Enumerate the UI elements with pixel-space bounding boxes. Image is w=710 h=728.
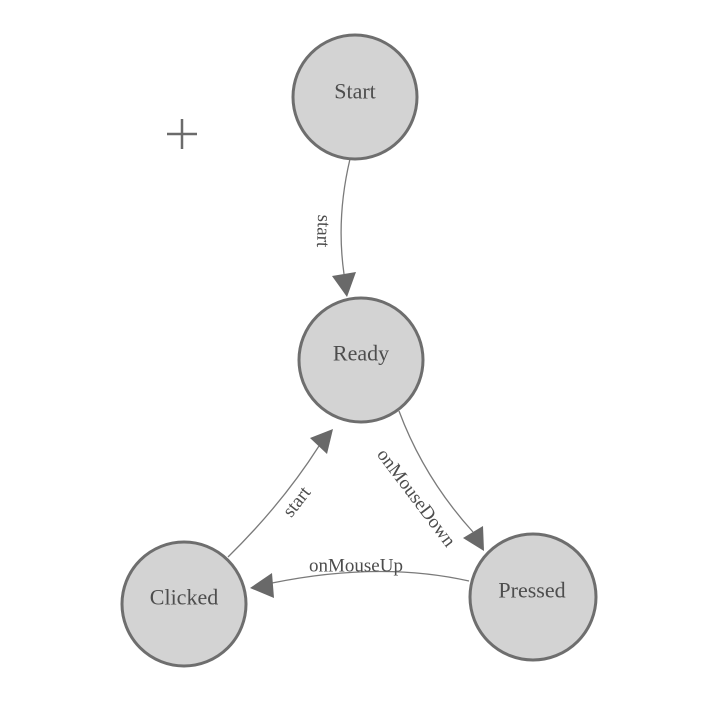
edge-clicked-to-ready-path[interactable]: [227, 445, 320, 558]
state-node-pressed-circle[interactable]: [468, 532, 598, 662]
state-node-pressed[interactable]: Pressed: [468, 532, 598, 662]
arrowhead-into-ready-bottom-left: [310, 429, 333, 454]
state-node-ready-circle[interactable]: [297, 296, 425, 424]
state-node-ready[interactable]: Ready: [297, 296, 425, 424]
state-node-start-circle[interactable]: [291, 33, 419, 161]
state-node-clicked[interactable]: Clicked: [120, 540, 248, 668]
state-node-clicked-circle[interactable]: [120, 540, 248, 668]
arrowhead-into-pressed-top-left: [463, 526, 484, 551]
crosshair-icon: [167, 119, 197, 149]
edge-clicked-to-ready[interactable]: start: [227, 429, 333, 558]
edge-label-onmouseup: onMouseUp: [309, 556, 403, 577]
edge-start-to-ready[interactable]: start: [312, 158, 356, 297]
edge-start-to-ready-path[interactable]: [340, 158, 351, 275]
edge-ready-to-pressed-path[interactable]: [398, 410, 474, 533]
edge-label-start-vertical: start: [312, 214, 334, 248]
state-node-start[interactable]: Start: [291, 33, 419, 161]
edge-label-start-diagonal: start: [279, 482, 316, 521]
edge-label-onmousedown: onMouseDown: [372, 445, 460, 552]
edge-pressed-to-clicked[interactable]: onMouseUp: [250, 556, 470, 599]
arrowhead-into-ready-top: [332, 272, 356, 297]
edge-pressed-to-clicked-path[interactable]: [271, 570, 470, 584]
edge-ready-to-pressed[interactable]: onMouseDown: [372, 410, 484, 552]
arrowhead-into-clicked-right: [250, 573, 274, 598]
